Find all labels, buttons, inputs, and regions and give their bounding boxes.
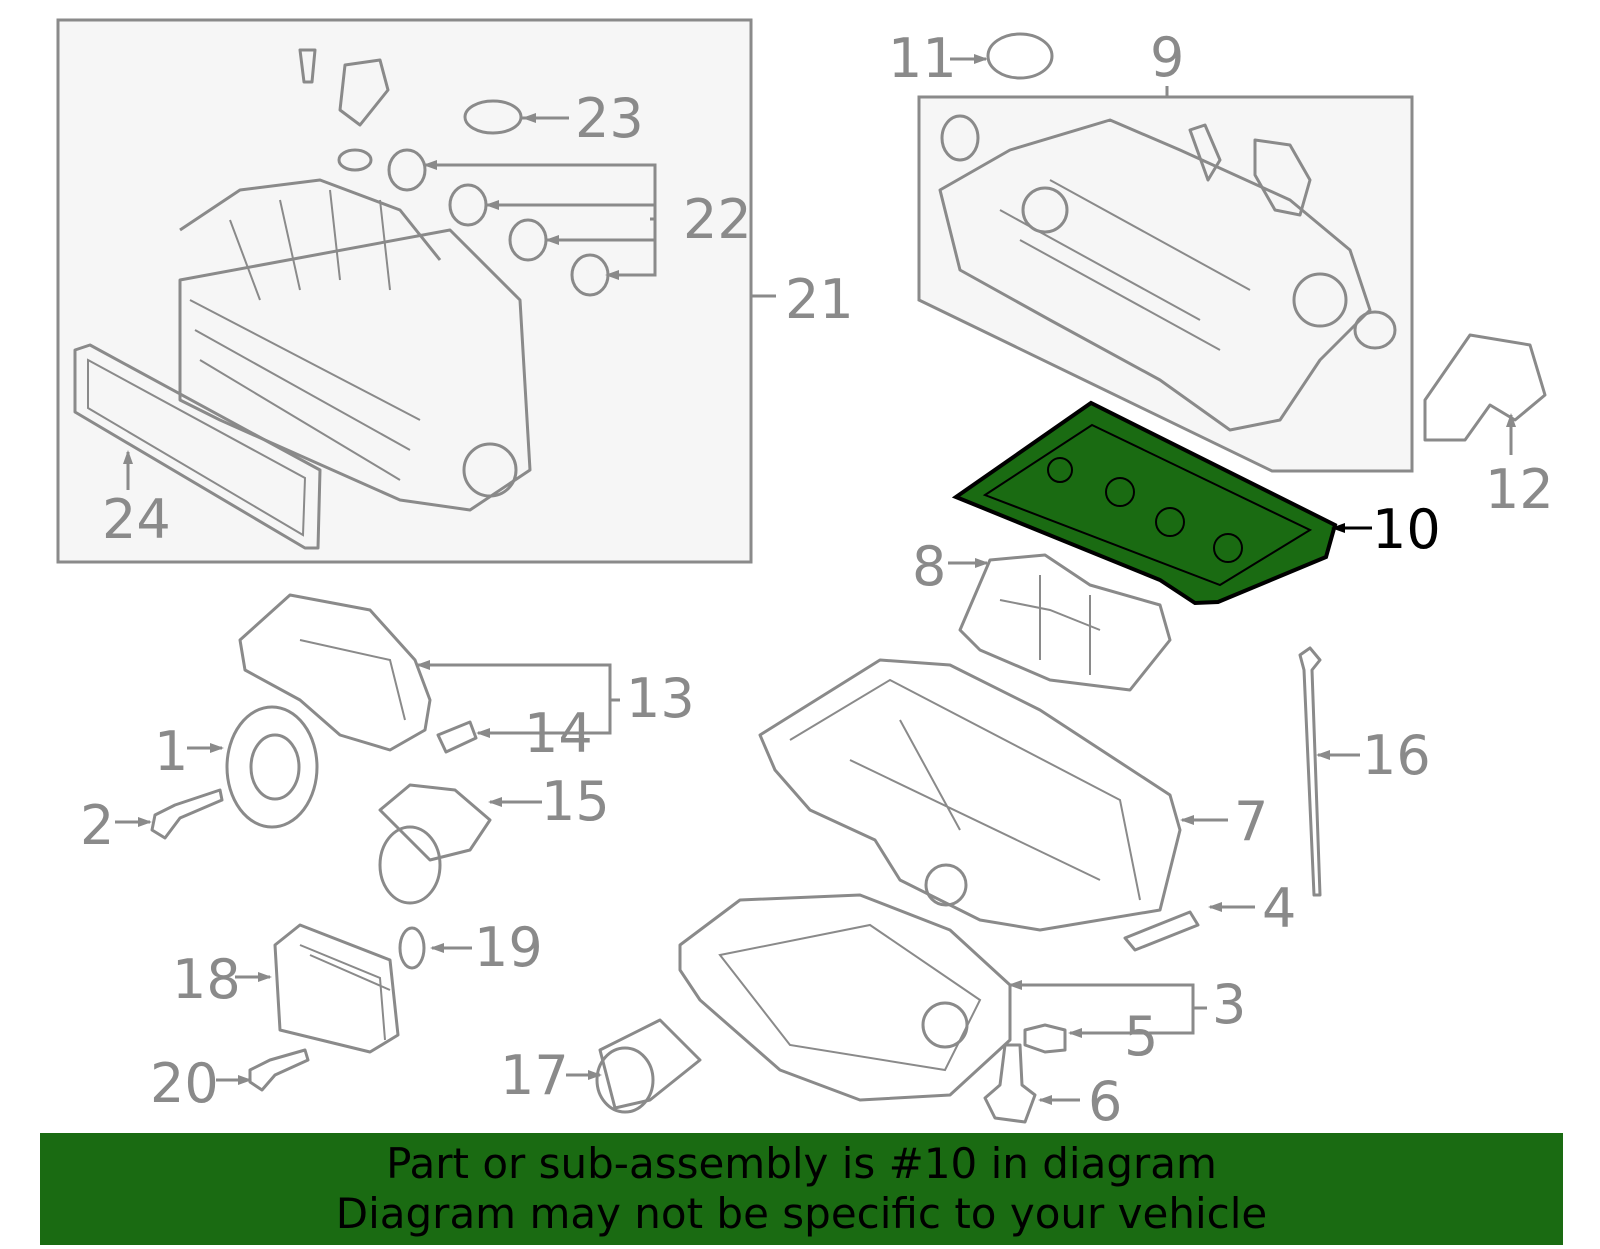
label-4: 4 [1262,877,1296,940]
intake-manifold-group [56,18,753,564]
callout-lines [115,54,1516,1105]
banner-line-1: Part or sub-assembly is #10 in diagram [386,1139,1217,1188]
label-12: 12 [1485,458,1554,521]
part-14-seal [436,720,478,754]
label-11: 11 [888,27,957,90]
label-6: 6 [1088,1070,1122,1133]
part-1-pulley [225,705,319,829]
part-8-baffle [958,553,1172,692]
part-labels: 1 2 3 4 5 6 7 8 9 10 11 12 13 14 15 16 1… [80,26,1554,1133]
part-3-lower-oil-pan [678,893,1012,1102]
banner-line-2: Diagram may not be specific to your vehi… [335,1189,1268,1238]
label-22: 22 [683,188,752,251]
label-20: 20 [150,1052,219,1115]
label-18: 18 [172,948,241,1011]
label-9: 9 [1150,26,1184,89]
label-8: 8 [912,535,946,598]
label-21: 21 [785,268,854,331]
label-16: 16 [1362,724,1431,787]
part-13-timing-cover [238,593,432,752]
label-3: 3 [1212,973,1246,1036]
label-19: 19 [474,916,543,979]
info-banner: Part or sub-assembly is #10 in diagram D… [40,1133,1563,1245]
part-19-o-ring [398,926,426,970]
part-7-upper-oil-pan [758,658,1182,932]
label-15: 15 [541,770,610,833]
part-4-plug [1123,910,1200,952]
label-14: 14 [524,702,593,765]
part-2-bolt [150,788,224,840]
label-1: 1 [154,720,188,783]
part-20-bolt [248,1048,310,1092]
part-6-sensor [983,1043,1037,1124]
part-17-oil-filter [595,1018,702,1114]
label-7: 7 [1234,790,1268,853]
label-23: 23 [575,87,644,150]
label-2: 2 [80,794,114,857]
label-17: 17 [500,1044,569,1107]
part-18-oil-cooler [273,923,400,1054]
part-5-drain-plug [1023,1023,1067,1054]
label-10: 10 [1372,498,1441,561]
label-13: 13 [626,667,695,730]
part-15-seal-carrier [378,783,492,905]
label-24: 24 [102,488,171,551]
label-5: 5 [1124,1005,1158,1068]
part-10-gasket-highlighted[interactable] [951,400,1338,606]
part-16-dipstick [1298,646,1322,897]
valve-cover-group [917,32,1547,473]
